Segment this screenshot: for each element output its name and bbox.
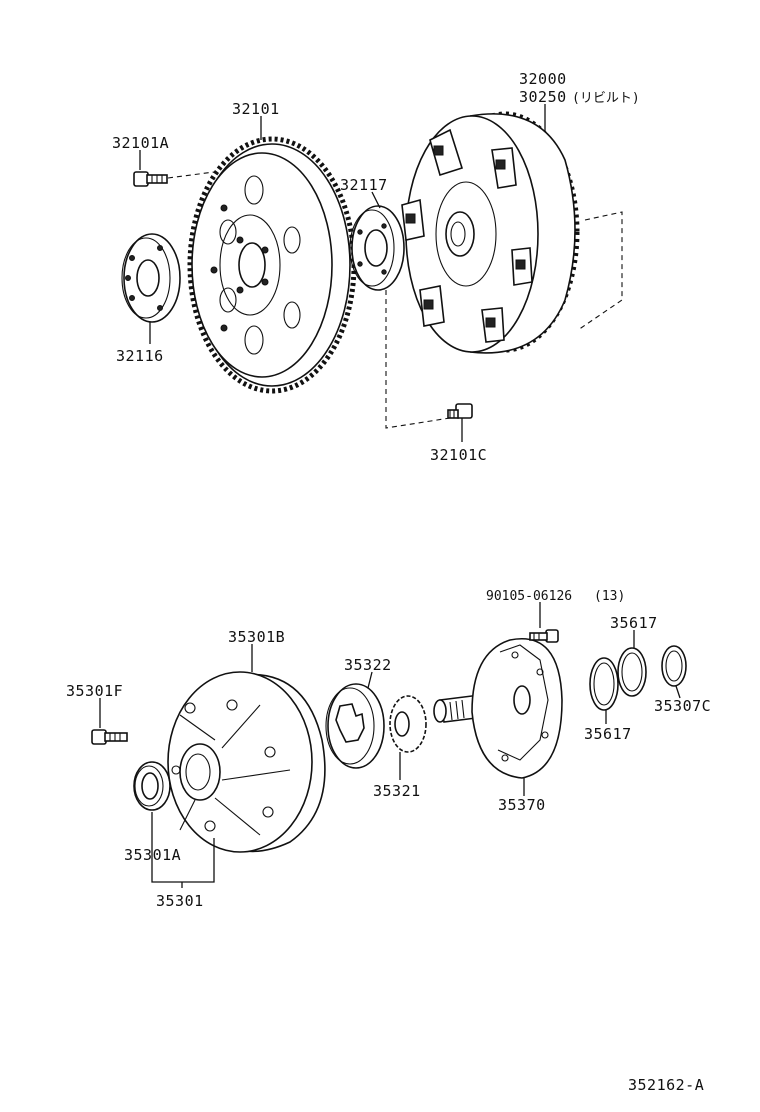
driven-gear-35322[interactable] bbox=[325, 683, 385, 769]
label-30250: 30250 bbox=[519, 88, 567, 106]
leader-32117 bbox=[371, 191, 381, 209]
seal-ring-35307C[interactable] bbox=[661, 645, 687, 687]
label-35617-bottom: 35617 bbox=[584, 725, 632, 743]
pump-body-35301B[interactable] bbox=[167, 671, 326, 853]
label-35307C: 35307C bbox=[654, 697, 711, 715]
label-35301B: 35301B bbox=[228, 628, 285, 646]
drive-gear-35321[interactable] bbox=[389, 695, 427, 753]
label-32117: 32117 bbox=[340, 176, 388, 194]
label-35322: 35322 bbox=[344, 656, 392, 674]
label-90105: 90105-06126 bbox=[486, 589, 572, 604]
bolt-90105-06126[interactable] bbox=[529, 629, 559, 643]
seal-ring-35617-rear[interactable] bbox=[617, 647, 647, 697]
bolt-32101C[interactable] bbox=[447, 403, 473, 419]
torque-converter-32000[interactable] bbox=[401, 111, 580, 354]
label-35301: 35301 bbox=[156, 892, 204, 910]
label-32116: 32116 bbox=[116, 347, 164, 365]
label-35617-top: 35617 bbox=[610, 614, 658, 632]
seal-ring-35617-front[interactable] bbox=[589, 657, 619, 711]
label-35370: 35370 bbox=[498, 796, 546, 814]
bolt-35301F[interactable] bbox=[91, 729, 128, 745]
label-30250-note: (リビルト) bbox=[572, 91, 640, 106]
flex-plate-32101[interactable] bbox=[187, 136, 357, 394]
diagram-number: 352162-A bbox=[628, 1076, 704, 1094]
label-35321: 35321 bbox=[373, 782, 421, 800]
leader-35307C bbox=[675, 685, 681, 699]
label-32000: 32000 bbox=[519, 70, 567, 88]
label-35301F: 35301F bbox=[66, 682, 123, 700]
stator-shaft-35370[interactable] bbox=[433, 638, 563, 779]
label-32101C: 32101C bbox=[430, 446, 487, 464]
bracket-35301 bbox=[151, 812, 215, 883]
label-90105-qty: (13) bbox=[594, 589, 625, 604]
label-32101A: 32101A bbox=[112, 134, 169, 152]
drive-plate-32117[interactable] bbox=[349, 205, 405, 291]
oil-seal-35301A[interactable] bbox=[133, 761, 171, 811]
leader-35322 bbox=[367, 671, 373, 689]
label-32101: 32101 bbox=[232, 100, 280, 118]
leader-dash-32101C bbox=[385, 290, 451, 429]
label-35301A: 35301A bbox=[124, 846, 181, 864]
leader-dash-32101A bbox=[167, 171, 215, 179]
spacer-plate-32116[interactable] bbox=[121, 233, 181, 323]
bolt-32101A[interactable] bbox=[133, 171, 168, 187]
leader-dash-converter bbox=[577, 211, 623, 331]
